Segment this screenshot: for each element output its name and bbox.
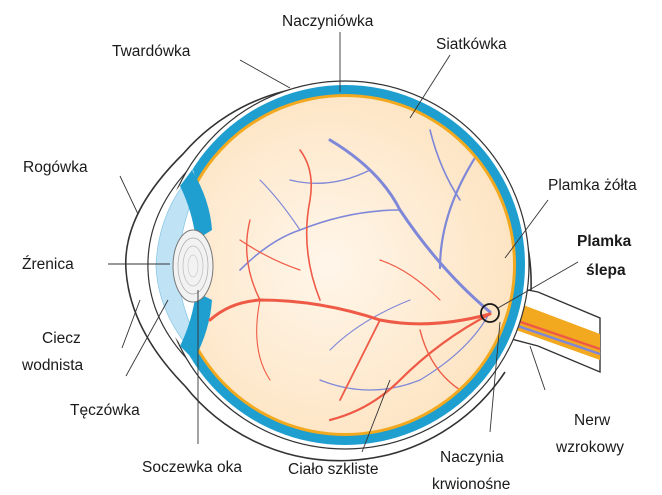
label-teczowka: Tęczówka — [70, 402, 140, 419]
label-naczynia-line2: krwionośne — [432, 476, 510, 493]
label-naczynia-line1: Naczynia — [440, 449, 504, 466]
leader-ciecz — [122, 300, 140, 348]
label-ciecz-line2: wodnista — [21, 357, 84, 374]
leader-nerw — [530, 346, 545, 390]
leader-rogowka — [120, 176, 138, 214]
leader-teczowka — [126, 300, 168, 376]
label-twardowka: Twardówka — [112, 43, 191, 60]
label-nerw-line1: Nerw — [574, 412, 611, 429]
label-plamka-slepa-line1: Plamka — [577, 233, 632, 250]
label-zrenica: Źrenica — [22, 256, 74, 273]
label-ciecz-line1: Ciecz — [42, 330, 81, 347]
label-cialo: Ciało szkliste — [288, 461, 378, 478]
label-siatkowka: Siatkówka — [436, 36, 507, 53]
label-plamka-zolta: Plamka żółta — [548, 177, 637, 194]
label-plamka-slepa-line2: ślepa — [586, 262, 626, 279]
label-naczyniowka: Naczyniówka — [282, 13, 374, 30]
leader-twardowka — [240, 60, 290, 88]
lens — [173, 230, 213, 302]
vitreous-body — [177, 97, 513, 433]
label-rogowka: Rogówka — [23, 159, 88, 176]
label-nerw-line2: wzrokowy — [555, 439, 624, 456]
label-soczewka: Soczewka oka — [142, 459, 242, 476]
